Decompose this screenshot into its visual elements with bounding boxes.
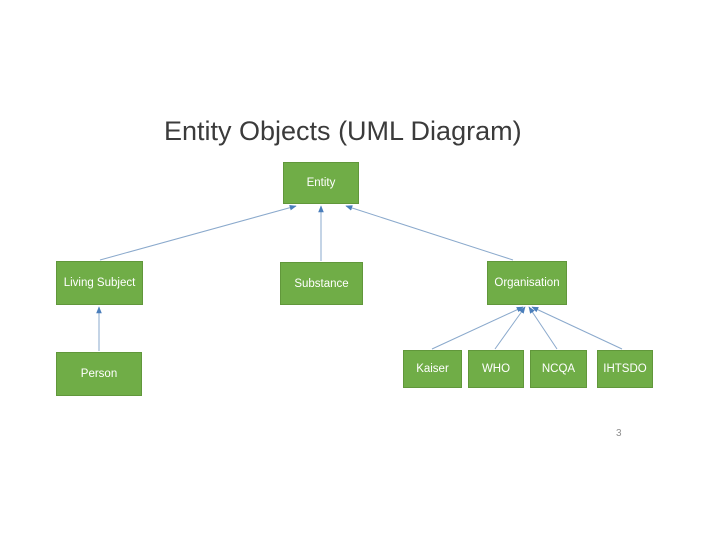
slide-title: Entity Objects (UML Diagram): [164, 116, 522, 146]
uml-node-organisation: Organisation: [487, 261, 567, 305]
connector-organisation-to-entity: [345, 205, 514, 261]
connector-living-subject-to-entity: [99, 204, 297, 261]
page-number: 3: [616, 428, 622, 439]
uml-node-substance-label: Substance: [294, 277, 349, 290]
uml-node-living-subject: Living Subject: [56, 261, 143, 305]
uml-node-person-label: Person: [80, 368, 118, 380]
connector-ihtsdo-to-organisation: [531, 306, 623, 350]
connector-ncqa-to-organisation: [528, 306, 558, 350]
uml-node-ihtsdo-label: IHTSDO: [603, 363, 647, 375]
uml-node-entity: Entity: [283, 162, 359, 204]
uml-node-person: Person: [56, 352, 142, 396]
uml-node-ncqa: NCQA: [530, 350, 587, 388]
connector-who-to-organisation: [494, 306, 526, 350]
connector-kaiser-to-organisation: [431, 306, 524, 350]
uml-node-ncqa-label: NCQA: [541, 363, 576, 375]
uml-node-living-subject-label: Living Subject: [63, 277, 136, 289]
uml-node-substance: Substance: [280, 262, 363, 305]
uml-node-who-label: WHO: [481, 363, 511, 375]
uml-node-entity-label: Entity: [306, 177, 336, 189]
uml-node-organisation-label: Organisation: [494, 277, 560, 289]
uml-node-who: WHO: [468, 350, 524, 388]
uml-node-kaiser-label: Kaiser: [416, 363, 449, 375]
uml-node-ihtsdo: IHTSDO: [597, 350, 653, 388]
uml-node-kaiser: Kaiser: [403, 350, 462, 388]
